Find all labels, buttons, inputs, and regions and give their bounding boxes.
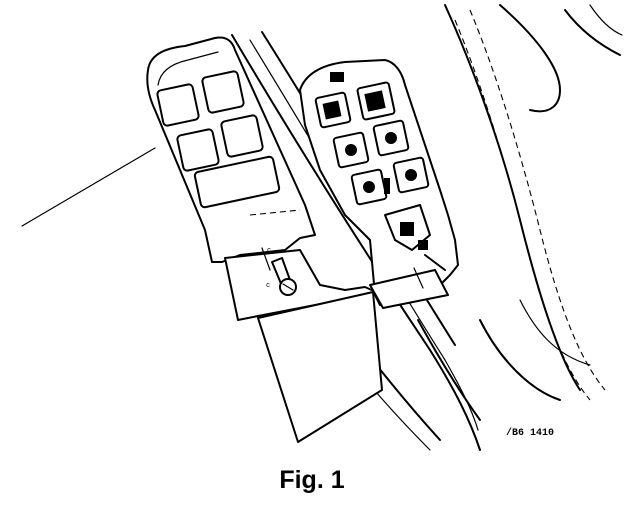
- door-trim-lines: [231, 4, 623, 451]
- connector-clip: [330, 72, 344, 82]
- switch-unit: [299, 59, 459, 306]
- reference-number: /B6 1410: [506, 428, 555, 439]
- switch-bezel: [146, 36, 316, 263]
- marking-b: c: [266, 282, 270, 290]
- screw: [271, 257, 297, 296]
- leader-line: [21, 147, 156, 227]
- mounting-tab: [224, 247, 379, 321]
- cover-flap: [257, 291, 383, 443]
- marking-a: c: [267, 247, 271, 255]
- mounting-plate: [369, 267, 449, 309]
- figure-caption: Fig. 1: [279, 466, 345, 494]
